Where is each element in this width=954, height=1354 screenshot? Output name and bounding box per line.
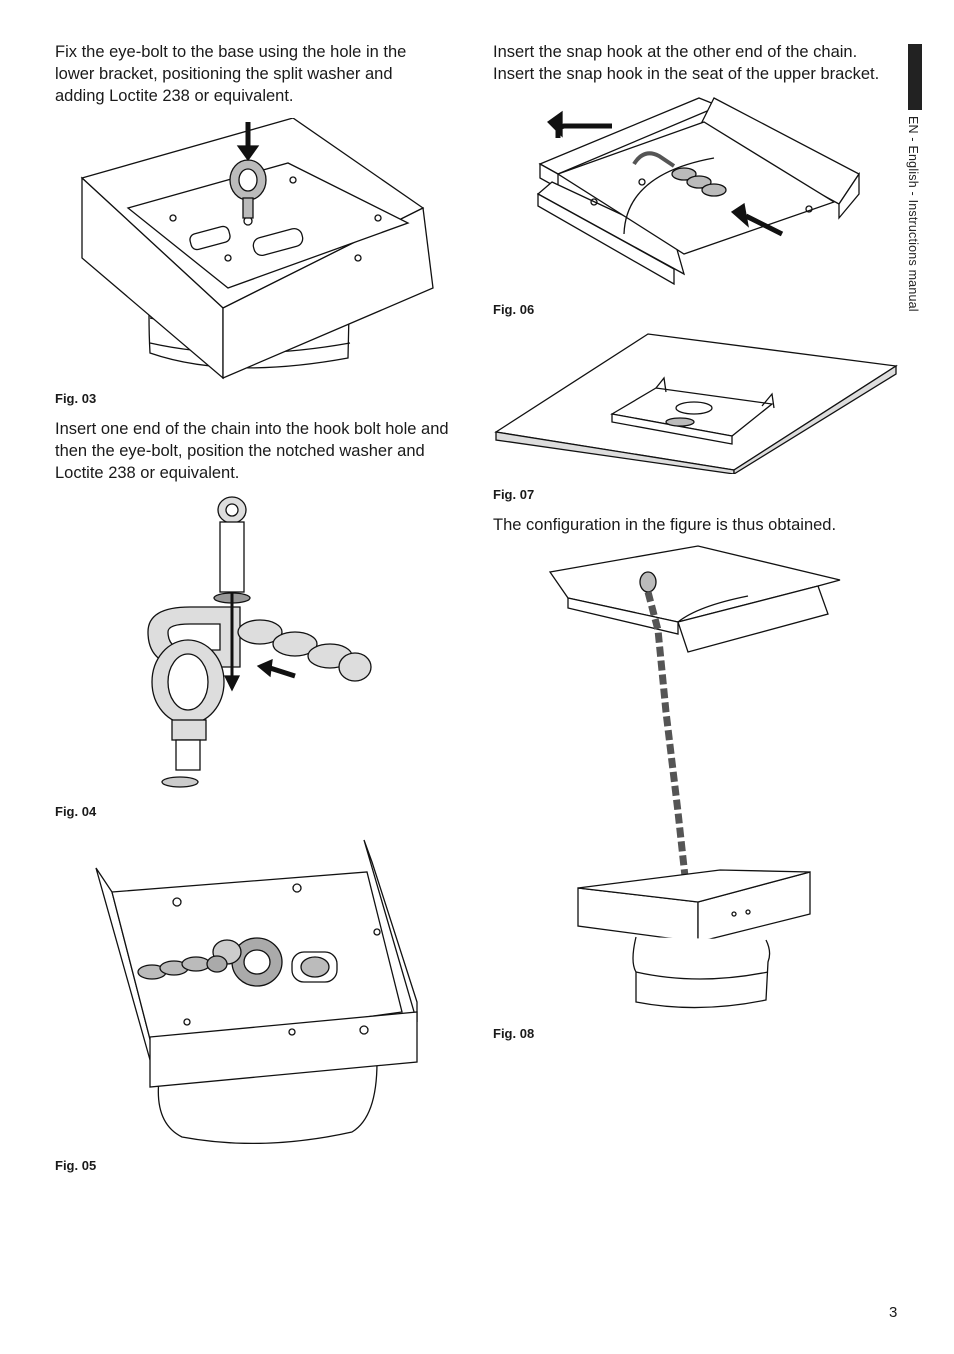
figure-caption-07: Fig. 07 <box>493 487 535 502</box>
figure-04-chain-eyebolt <box>140 492 380 792</box>
figure-caption-06: Fig. 06 <box>493 302 535 317</box>
step-text-eyebolt: Fix the eye-bolt to the base using the h… <box>55 43 407 105</box>
step-text-snap-hook: Insert the snap hook at the other end of… <box>493 43 880 83</box>
figure-caption-05: Fig. 05 <box>55 1158 97 1173</box>
page-number: 3 <box>889 1304 898 1321</box>
section-tab-marker <box>908 44 922 110</box>
figure-06-snap-hook-bracket <box>534 94 860 290</box>
figure-05-chain-on-base <box>92 832 422 1144</box>
figure-08-final-configuration <box>548 542 844 1014</box>
figure-caption-08: Fig. 08 <box>493 1026 535 1041</box>
figure-07-ceiling-bracket <box>494 332 898 474</box>
step-text-configuration: The configuration in the figure is thus … <box>493 516 837 534</box>
side-section-label: EN - English - Instructions manual <box>906 116 920 312</box>
figure-03-eyebolt-base <box>78 118 438 380</box>
figure-caption-04: Fig. 04 <box>55 804 97 819</box>
figure-caption-03: Fig. 03 <box>55 391 97 406</box>
step-text-chain: Insert one end of the chain into the hoo… <box>55 420 449 482</box>
